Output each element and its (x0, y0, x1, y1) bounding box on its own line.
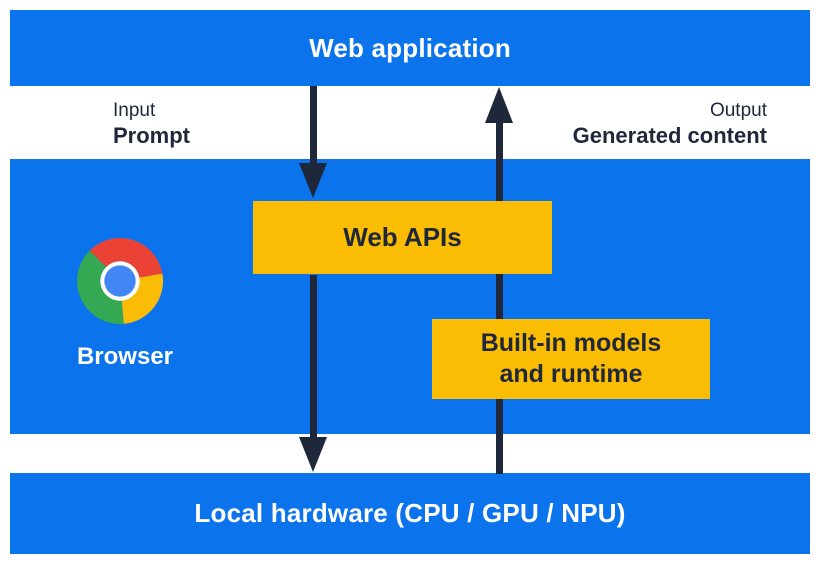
builtin-models-box: Built-in models and runtime (432, 319, 710, 399)
input-value-prompt: Prompt (113, 123, 190, 148)
browser-label: Browser (76, 343, 174, 370)
output-value-generated-content: Generated content (572, 123, 767, 148)
input-caption: Input (113, 100, 156, 121)
output-caption: Output (709, 100, 767, 121)
down-arrow-head-lower (299, 437, 327, 472)
web-application-label: Web application (309, 32, 511, 63)
local-hardware-band: Local hardware (CPU / GPU / NPU) (10, 473, 810, 554)
down-arrow-line-upper (310, 86, 317, 165)
up-arrow-head (485, 87, 513, 123)
web-apis-label: Web APIs (343, 222, 462, 252)
web-apis-box: Web APIs (253, 201, 552, 274)
input-label-group: Input Prompt (113, 99, 190, 149)
builtin-models-label-line1: Built-in models (480, 329, 662, 357)
down-arrow-head-upper (299, 163, 327, 198)
chrome-logo-icon (77, 238, 163, 324)
local-hardware-label: Local hardware (CPU / GPU / NPU) (194, 498, 626, 528)
down-arrow-line-lower (310, 275, 317, 439)
web-application-band: Web application (10, 10, 810, 86)
up-arrow-line (496, 120, 503, 474)
builtin-models-label-line2: and runtime (499, 360, 643, 388)
output-label-group: Output Generated content (573, 99, 767, 149)
